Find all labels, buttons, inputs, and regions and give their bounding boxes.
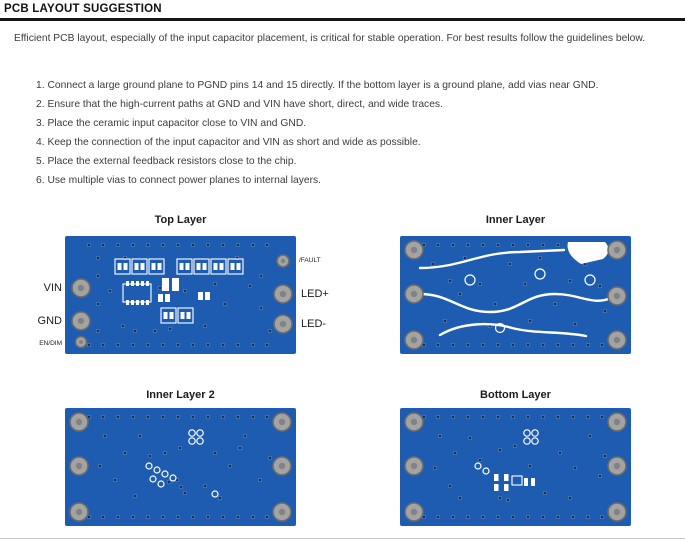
section-title-rule <box>0 18 685 21</box>
pin-label-endim: EN/DIM <box>39 340 62 347</box>
guideline-item: 5. Place the external feedback resistors… <box>36 156 297 167</box>
component-footprints <box>114 258 244 324</box>
mounting-pads <box>69 412 292 522</box>
pcb-inner-layer-2-image <box>65 408 296 526</box>
via-clearance-rings <box>145 429 219 498</box>
guideline-item: 4. Keep the connection of the input capa… <box>36 137 421 148</box>
pcb-bottom-layer-image <box>400 408 631 526</box>
guideline-item: 6. Use multiple vias to connect power pl… <box>36 175 322 186</box>
intro-text: Efficient PCB layout, especially of the … <box>14 33 646 44</box>
guideline-item: 2. Ensure that the high-current paths at… <box>36 99 443 110</box>
figure-title-inner-layer: Inner Layer <box>485 214 546 226</box>
pin-label-fault: /FAULT <box>299 257 321 264</box>
guidelines-list: 1. Connect a large ground plane to PGND … <box>36 76 666 190</box>
guideline-item: 3. Place the ceramic input capacitor clo… <box>36 118 307 129</box>
pcb-inner-layer-image <box>400 236 631 354</box>
figure-title-bottom-layer: Bottom Layer <box>480 389 551 401</box>
figure-title-inner-layer-2: Inner Layer 2 <box>146 389 215 401</box>
via-clearance-rings <box>474 429 539 475</box>
pin-label-gnd: GND <box>37 315 62 327</box>
component-footprints <box>494 474 535 491</box>
guideline-item: 1. Connect a large ground plane to PGND … <box>36 80 599 91</box>
pin-label-led-minus: LED- <box>301 318 327 330</box>
via-dots <box>421 414 608 520</box>
page-bottom-rule <box>0 538 685 539</box>
mounting-pads <box>71 254 293 349</box>
pcb-top-layer-image <box>65 236 296 354</box>
mounting-pads <box>404 412 627 522</box>
pin-label-vin: VIN <box>43 282 62 294</box>
copper-traces <box>418 242 613 338</box>
mounting-pads <box>404 240 627 350</box>
via-dots <box>86 242 273 348</box>
figure-title-top-layer: Top Layer <box>154 214 207 226</box>
pin-label-led-plus: LED+ <box>301 288 329 300</box>
section-title: PCB LAYOUT SUGGESTION <box>4 3 162 15</box>
